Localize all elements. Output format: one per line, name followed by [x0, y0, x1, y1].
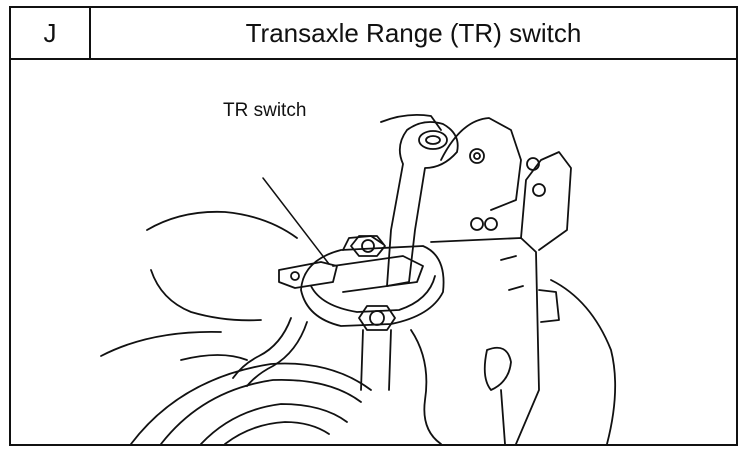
section-code: J: [11, 8, 91, 58]
tr-switch-callout: TR switch: [221, 100, 309, 122]
manual-lever: [386, 121, 459, 287]
page-title: Transaxle Range (TR) switch: [245, 17, 582, 48]
header-row: J Transaxle Range (TR) switch: [11, 8, 736, 60]
bolt-lower: [358, 305, 396, 391]
diagram-frame: J Transaxle Range (TR) switch: [9, 6, 738, 446]
callout-leader-line: [262, 177, 330, 265]
hoses: [232, 317, 512, 444]
transaxle-case: [380, 113, 617, 444]
engine-background: [100, 210, 298, 361]
tr-switch-illustration: [100, 113, 617, 444]
bolt-upper: [350, 235, 386, 257]
flywheel: [130, 362, 372, 444]
tr-switch-body: [278, 235, 445, 327]
